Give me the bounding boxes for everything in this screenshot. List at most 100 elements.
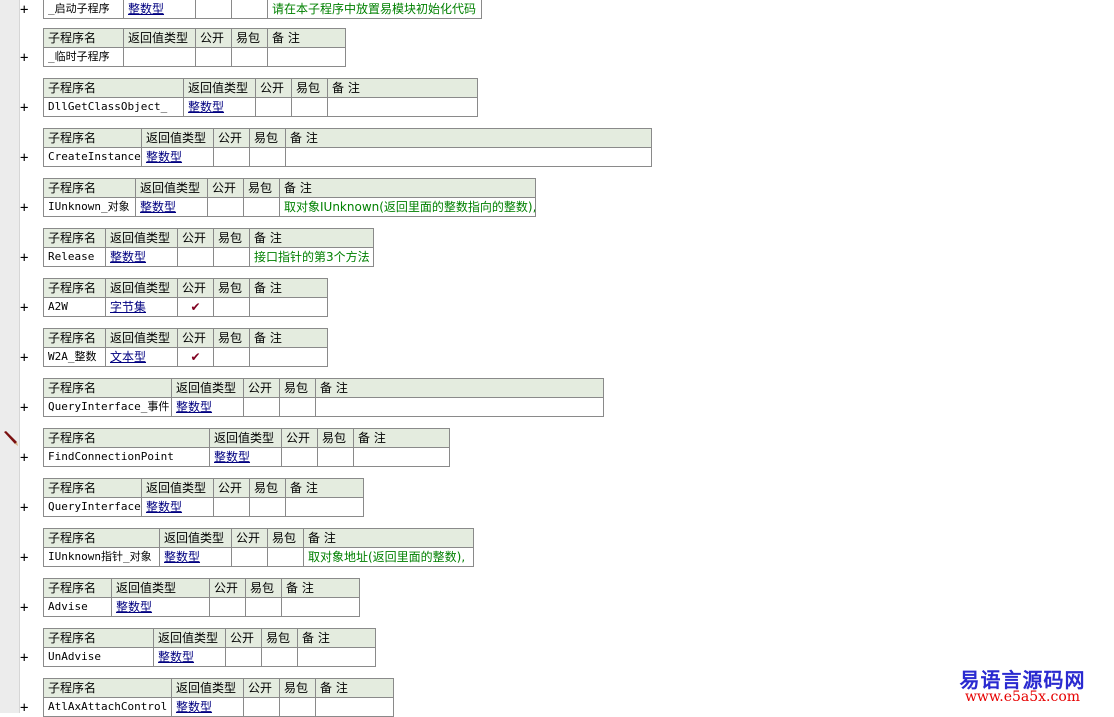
return-type-cell[interactable]: 文本型 bbox=[105, 347, 178, 367]
note-cell[interactable] bbox=[249, 297, 328, 317]
expand-toggle[interactable]: + bbox=[20, 50, 29, 66]
expand-toggle[interactable]: + bbox=[20, 500, 29, 516]
subroutine-name-cell[interactable]: CreateInstance bbox=[43, 147, 142, 167]
public-checkbox[interactable] bbox=[207, 197, 244, 217]
note-cell[interactable] bbox=[249, 347, 328, 367]
expand-toggle[interactable]: + bbox=[20, 2, 29, 18]
expand-toggle[interactable]: + bbox=[20, 400, 29, 416]
easy-package-checkbox[interactable] bbox=[267, 547, 304, 567]
easy-package-checkbox[interactable] bbox=[249, 147, 286, 167]
easy-package-checkbox[interactable] bbox=[213, 297, 250, 317]
easy-package-checkbox[interactable] bbox=[291, 97, 328, 117]
note-cell[interactable] bbox=[327, 97, 478, 117]
subroutine-name-cell[interactable]: _临时子程序 bbox=[43, 47, 124, 67]
public-checkbox[interactable] bbox=[281, 447, 318, 467]
subroutine-name-cell[interactable]: _启动子程序 bbox=[43, 0, 124, 19]
expand-toggle[interactable]: + bbox=[20, 650, 29, 666]
public-checkbox[interactable] bbox=[195, 47, 232, 67]
return-type-cell[interactable]: 整数型 bbox=[105, 247, 178, 267]
return-type-cell[interactable]: 整数型 bbox=[183, 97, 256, 117]
public-checkbox[interactable] bbox=[231, 547, 268, 567]
note-cell[interactable] bbox=[315, 697, 394, 717]
expand-toggle[interactable]: + bbox=[20, 700, 29, 716]
subroutine-name-cell[interactable]: QueryInterface_事件 bbox=[43, 397, 172, 417]
expand-toggle[interactable]: + bbox=[20, 100, 29, 116]
easy-package-checkbox[interactable] bbox=[245, 597, 282, 617]
return-type-cell[interactable]: 整数型 bbox=[111, 597, 210, 617]
subroutine-name-cell[interactable]: DllGetClassObject_ bbox=[43, 97, 184, 117]
easy-package-checkbox[interactable] bbox=[213, 247, 250, 267]
expand-toggle[interactable]: + bbox=[20, 150, 29, 166]
return-type-cell[interactable]: 整数型 bbox=[209, 447, 282, 467]
header-note: 备 注 bbox=[249, 228, 374, 248]
public-checkbox[interactable] bbox=[209, 597, 246, 617]
expand-toggle[interactable]: + bbox=[20, 350, 29, 366]
header-name: 子程序名 bbox=[43, 578, 112, 598]
public-checkbox[interactable] bbox=[213, 497, 250, 517]
public-checkbox[interactable] bbox=[177, 247, 214, 267]
return-type-cell[interactable] bbox=[123, 47, 196, 67]
easy-package-checkbox[interactable] bbox=[243, 197, 280, 217]
note-cell[interactable] bbox=[315, 397, 604, 417]
subroutine-name-cell[interactable]: Release bbox=[43, 247, 106, 267]
return-type-cell[interactable]: 整数型 bbox=[159, 547, 232, 567]
easy-package-checkbox[interactable] bbox=[261, 647, 298, 667]
note-cell[interactable] bbox=[285, 147, 652, 167]
note-cell[interactable] bbox=[267, 47, 346, 67]
note-cell[interactable] bbox=[353, 447, 450, 467]
subroutine-name-cell[interactable]: FindConnectionPoint bbox=[43, 447, 210, 467]
expand-toggle[interactable]: + bbox=[20, 550, 29, 566]
subroutine-name-cell[interactable]: W2A_整数 bbox=[43, 347, 106, 367]
public-checkbox[interactable]: ✔ bbox=[177, 347, 214, 367]
subroutine-name-cell[interactable]: AtlAxAttachControl bbox=[43, 697, 172, 717]
return-type-cell[interactable]: 整数型 bbox=[171, 697, 244, 717]
note-cell[interactable]: 请在本子程序中放置易模块初始化代码 bbox=[267, 0, 482, 19]
easy-package-checkbox[interactable] bbox=[213, 347, 250, 367]
note-cell[interactable]: 接口指针的第3个方法 bbox=[249, 247, 374, 267]
expand-toggle[interactable]: + bbox=[20, 250, 29, 266]
expand-toggle[interactable]: + bbox=[20, 450, 29, 466]
header-name: 子程序名 bbox=[43, 378, 172, 398]
expand-toggle[interactable]: + bbox=[20, 200, 29, 216]
return-type-cell[interactable]: 整数型 bbox=[171, 397, 244, 417]
expand-toggle[interactable]: + bbox=[20, 600, 29, 616]
return-type-cell[interactable]: 整数型 bbox=[123, 0, 196, 19]
return-type-cell[interactable]: 整数型 bbox=[141, 497, 214, 517]
subroutine-name-cell[interactable]: UnAdvise bbox=[43, 647, 154, 667]
easy-package-checkbox[interactable] bbox=[231, 0, 268, 19]
easy-package-checkbox[interactable] bbox=[279, 697, 316, 717]
subroutine-name-cell[interactable]: Advise bbox=[43, 597, 112, 617]
easy-package-checkbox[interactable] bbox=[317, 447, 354, 467]
return-type-cell[interactable]: 整数型 bbox=[135, 197, 208, 217]
public-checkbox[interactable] bbox=[225, 647, 262, 667]
note-cell[interactable]: 取对象地址(返回里面的整数), bbox=[303, 547, 474, 567]
header-easy-package: 易包 bbox=[243, 178, 280, 198]
easy-package-checkbox[interactable] bbox=[249, 497, 286, 517]
easy-package-checkbox[interactable] bbox=[231, 47, 268, 67]
note-cell[interactable]: 取对象IUnknown(返回里面的整数指向的整数), bbox=[279, 197, 536, 217]
note-cell[interactable] bbox=[297, 647, 376, 667]
header-note: 备 注 bbox=[267, 28, 346, 48]
header-return-type: 返回值类型 bbox=[123, 28, 196, 48]
return-type-cell[interactable]: 字节集 bbox=[105, 297, 178, 317]
return-type-cell[interactable]: 整数型 bbox=[153, 647, 226, 667]
expand-toggle[interactable]: + bbox=[20, 300, 29, 316]
public-checkbox[interactable] bbox=[243, 697, 280, 717]
note-cell[interactable] bbox=[281, 597, 360, 617]
public-checkbox[interactable] bbox=[213, 147, 250, 167]
public-checkbox[interactable] bbox=[255, 97, 292, 117]
header-note: 备 注 bbox=[249, 328, 328, 348]
return-type-cell[interactable]: 整数型 bbox=[141, 147, 214, 167]
subroutine-name-cell[interactable]: A2W bbox=[43, 297, 106, 317]
public-checkbox[interactable] bbox=[243, 397, 280, 417]
easy-package-checkbox[interactable] bbox=[279, 397, 316, 417]
header-name: 子程序名 bbox=[43, 628, 154, 648]
subroutine-name-cell[interactable]: IUnknown指针_对象 bbox=[43, 547, 160, 567]
public-checkbox[interactable] bbox=[195, 0, 232, 19]
subroutine-name-cell[interactable]: IUnknown_对象 bbox=[43, 197, 136, 217]
public-checkbox[interactable]: ✔ bbox=[177, 297, 214, 317]
subroutine-name-cell[interactable]: QueryInterface bbox=[43, 497, 142, 517]
note-cell[interactable] bbox=[285, 497, 364, 517]
